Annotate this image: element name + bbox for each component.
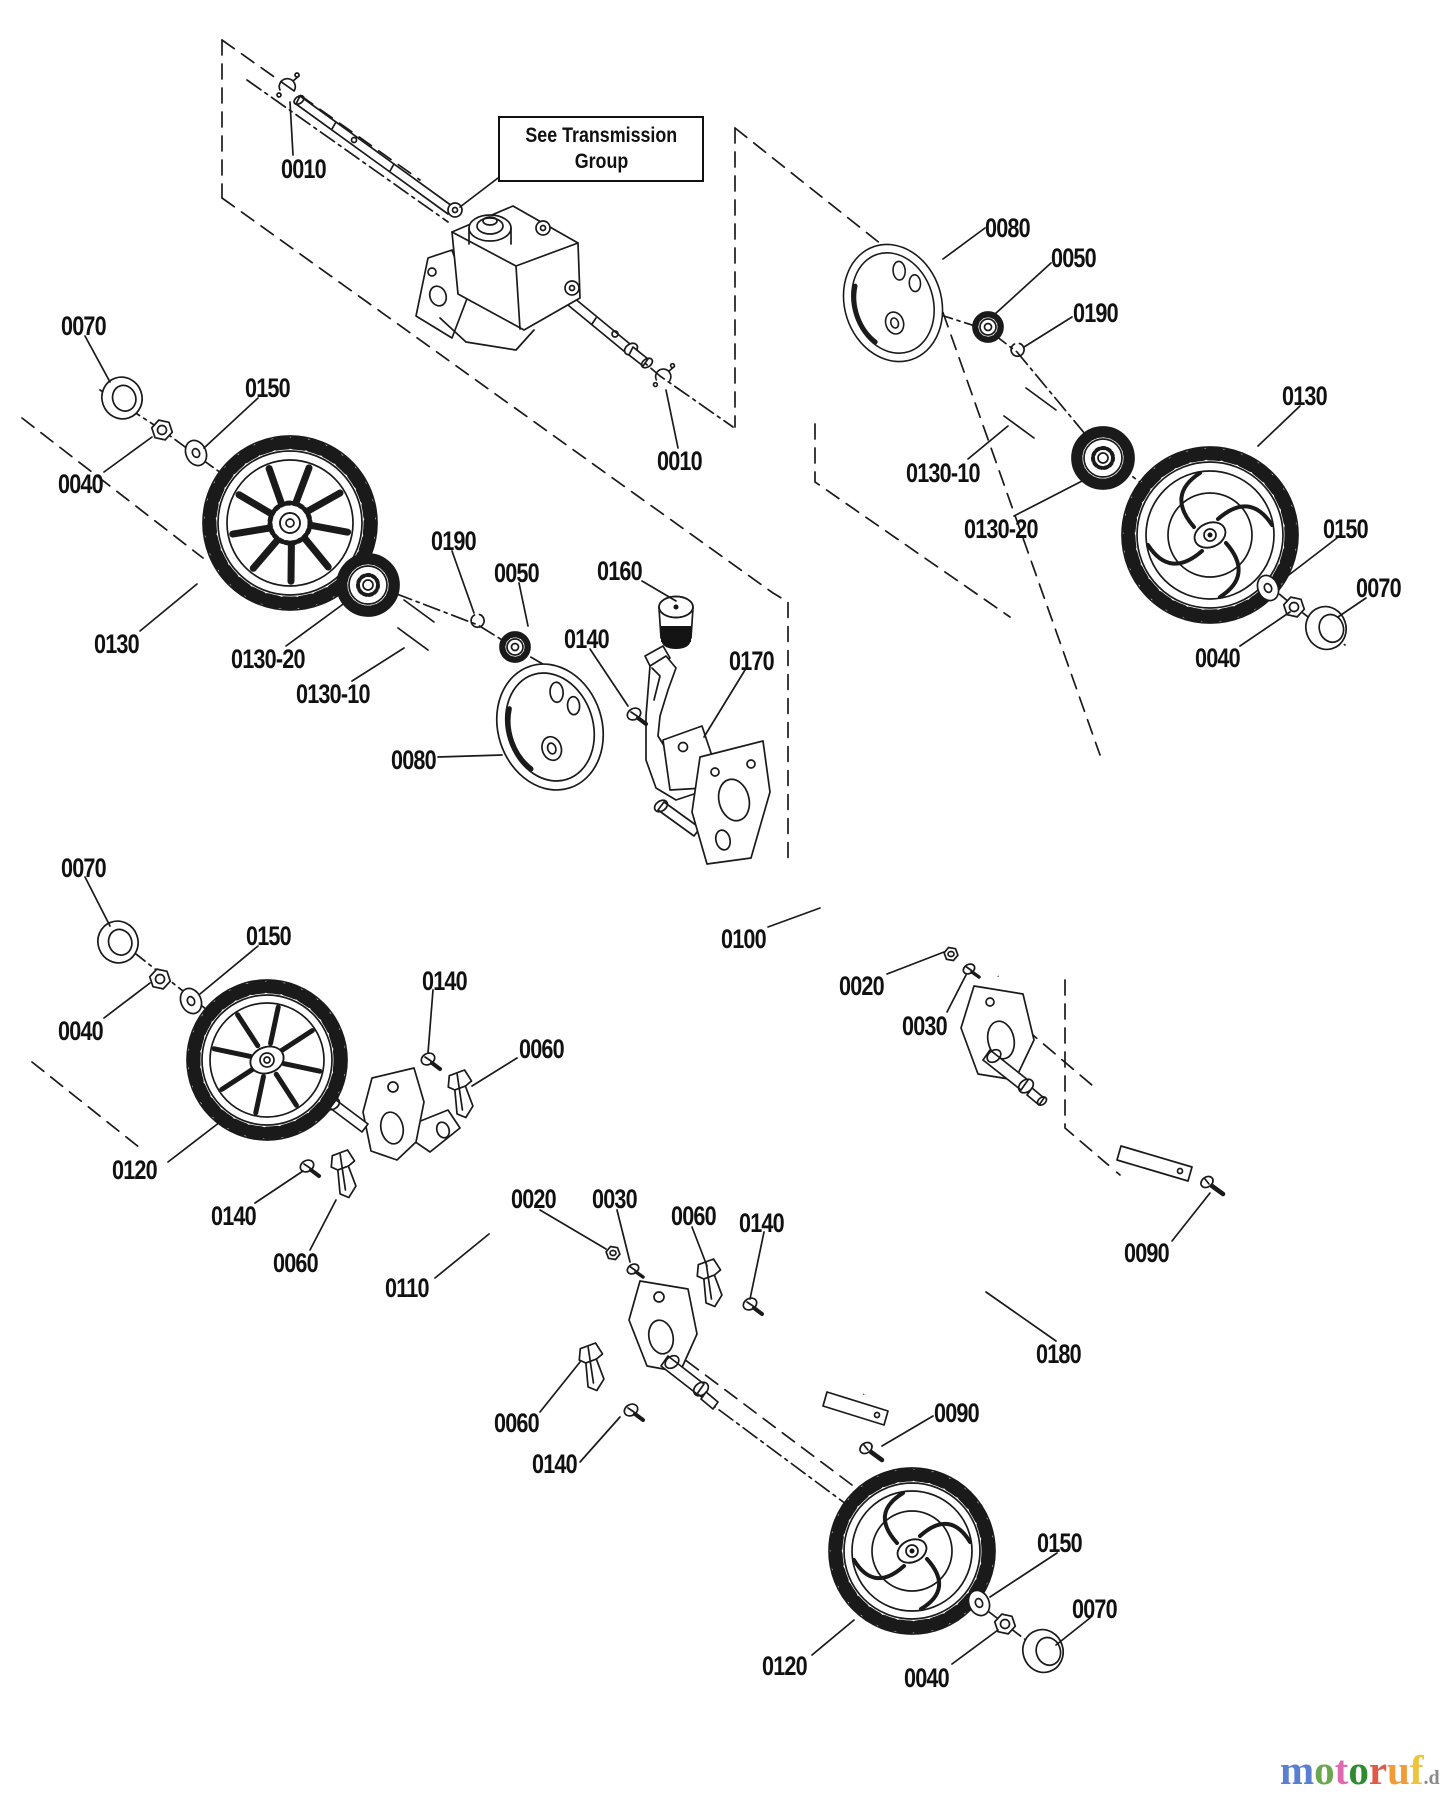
part-label-0130-tl: 0130 [94, 629, 140, 659]
wheel-0130-left [202, 435, 378, 611]
section-boundary-dashes [21, 39, 1121, 1501]
part-label-0030-a: 0030 [902, 1011, 948, 1041]
part-label-0040-ll: 0040 [58, 1016, 104, 1046]
part-label-0140-c: 0140 [532, 1449, 578, 1479]
motoruf-watermark: motoruf.de [1280, 1750, 1440, 1791]
part-label-0020-a: 0020 [839, 971, 885, 1001]
watermark-letter: f [1409, 1747, 1424, 1793]
wheel-0120-bottom [828, 1467, 996, 1635]
part-label-0170: 0170 [729, 646, 775, 676]
part-label-0090-b: 0090 [934, 1398, 980, 1428]
bracket-0110-left [325, 1067, 461, 1161]
part-label-0150-b: 0150 [1037, 1528, 1083, 1558]
note-line-2: Group [574, 150, 628, 173]
part-label-0130-10-r: 0130-10 [906, 458, 980, 488]
transmission-gearbox [293, 94, 654, 369]
part-label-0010-b: 0010 [657, 446, 703, 476]
shift-rod-0180 [822, 1145, 1193, 1426]
watermark-letter: r [1368, 1747, 1388, 1793]
part-label-0020-b: 0020 [511, 1184, 557, 1214]
part-label-0080-l: 0080 [391, 745, 437, 775]
part-label-0180: 0180 [1036, 1339, 1082, 1369]
watermark-letter: o [1314, 1747, 1335, 1793]
part-label-0060-a: 0060 [519, 1034, 565, 1064]
part-label-0040-tl: 0040 [58, 469, 104, 499]
part-label-0150-r: 0150 [1323, 514, 1369, 544]
watermark-letter: t [1334, 1747, 1349, 1793]
part-label-0090-a: 0090 [1124, 1238, 1170, 1268]
part-label-0070-b: 0070 [1072, 1594, 1118, 1624]
part-label-0060-b: 0060 [273, 1248, 319, 1278]
axle-rod-0100 [739, 832, 1000, 978]
part-label-0150-tl: 0150 [245, 373, 291, 403]
part-label-0150-ll: 0150 [246, 921, 292, 951]
part-label-0070-tl: 0070 [61, 311, 107, 341]
part-label-0130-20-tl: 0130-20 [231, 644, 305, 674]
bracket-0100-right [960, 985, 1048, 1106]
part-label-0040-r: 0040 [1195, 643, 1241, 673]
part-label-0050-r: 0050 [1051, 243, 1097, 273]
note-line-1: See Transmission [525, 123, 677, 147]
watermark-suffix: .de [1423, 1767, 1440, 1789]
watermark-letter: m [1280, 1747, 1315, 1793]
part-label-0040-b: 0040 [904, 1663, 950, 1693]
part-label-0130-20-r: 0130-20 [964, 514, 1038, 544]
part-label-0140-m: 0140 [564, 624, 610, 654]
spring-cap-0160 [658, 595, 694, 649]
part-label-0060-c: 0060 [671, 1201, 717, 1231]
part-label-0030-b: 0030 [592, 1184, 638, 1214]
bracket-0100-left [653, 725, 771, 865]
part-label-0190-m: 0190 [431, 526, 477, 556]
part-label-0070-ll: 0070 [61, 853, 107, 883]
bracket-0110-right [628, 1280, 719, 1410]
part-label-0100: 0100 [721, 924, 767, 954]
part-label-0120-ll: 0120 [112, 1155, 158, 1185]
wheel-0120-left [186, 979, 348, 1141]
part-label-0140-b: 0140 [739, 1208, 785, 1238]
part-label-0120-b: 0120 [762, 1651, 808, 1681]
part-label-0060-d: 0060 [494, 1408, 540, 1438]
wheel-0130-right [1121, 446, 1299, 624]
part-label-0140-d: 0140 [211, 1201, 257, 1231]
leader-lines [84, 101, 1367, 1665]
part-label-0010-a: 0010 [281, 154, 327, 184]
part-label-0130-r: 0130 [1282, 381, 1328, 411]
watermark-letter: u [1387, 1747, 1410, 1793]
part-label-0130-10-tl: 0130-10 [296, 679, 370, 709]
part-label-0140-a: 0140 [422, 966, 468, 996]
part-label-0110: 0110 [385, 1273, 429, 1303]
part-label-0070-r: 0070 [1356, 573, 1402, 603]
part-label-0050-m: 0050 [494, 558, 540, 588]
part-label-0080-r: 0080 [985, 213, 1031, 243]
watermark-letter: o [1348, 1747, 1369, 1793]
part-label-0190-r: 0190 [1073, 298, 1119, 328]
part-label-0160: 0160 [597, 556, 643, 586]
transmission-note-box: See Transmission Group [498, 116, 704, 182]
